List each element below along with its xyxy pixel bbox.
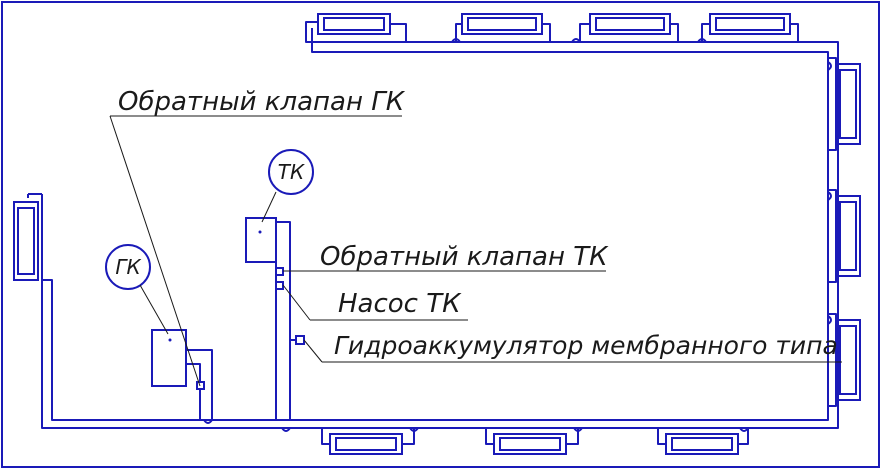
pipe-crossovers-right (827, 61, 832, 325)
radiator-right-2-inner (839, 201, 857, 271)
label-accumulator-leader (303, 339, 323, 363)
accumulator (295, 335, 305, 345)
radiator-top-1-inner (323, 17, 385, 31)
radiator-right-2-link (828, 189, 837, 283)
check-valve-tk (275, 267, 284, 276)
radiator-right-3-inner (839, 325, 857, 395)
boiler-tk (245, 217, 277, 263)
radiator-top-2-link (455, 23, 551, 42)
label-pump-tk: Насос ТК (338, 289, 462, 319)
check-valve-gk (196, 381, 205, 390)
pipe-crossovers-bottom (203, 419, 749, 432)
label-accumulator: Гидроаккумулятор мембранного типа (334, 331, 838, 360)
bubble-tk-leader (261, 191, 277, 223)
bubble-gk-leader (139, 284, 169, 335)
pipe-left-riser (28, 193, 53, 290)
radiator-top-1-link (390, 23, 407, 42)
label-check-valve-gk-leader (109, 115, 201, 387)
radiator-bottom-3-link (657, 428, 749, 445)
radiator-left (13, 201, 39, 281)
radiator-bottom-1-link (321, 428, 415, 445)
radiator-right-1-link (828, 57, 837, 151)
radiator-right-1 (835, 63, 861, 145)
radiator-top-3-inner (595, 17, 665, 31)
label-check-valve-tk: Обратный клапан ТК (320, 242, 609, 272)
radiator-top-2-inner (467, 17, 537, 31)
pipe-network (27, 21, 839, 432)
pipe-tk-riser (275, 221, 291, 420)
radiator-left-1 (13, 201, 39, 281)
pump-tk (275, 281, 284, 290)
radiator-right-3-link (828, 313, 837, 407)
boiler-tk-dot (258, 230, 262, 234)
label-pump-tk-leader (282, 284, 311, 321)
radiators-bottom (321, 428, 749, 455)
label-check-valve-gk: Обратный клапан ГК (118, 87, 406, 117)
radiator-right-2 (835, 195, 861, 277)
bubble-tk-label: ТК (278, 160, 305, 184)
bubble-gk-label: ГК (115, 255, 141, 279)
pipe-outer-loop (41, 21, 839, 429)
radiators-top (317, 13, 799, 42)
boiler-gk-dot (168, 338, 172, 342)
radiator-bottom-3-inner (671, 437, 733, 451)
radiator-top-4-inner (715, 17, 785, 31)
radiator-bottom-2-link (485, 428, 579, 445)
pipe-gk-connection (186, 349, 213, 420)
boiler-gk (151, 329, 187, 387)
bubble-gk (105, 244, 151, 290)
radiator-bottom-1-inner (335, 437, 397, 451)
radiator-top-3-link (579, 23, 679, 42)
radiator-left-1-inner (17, 207, 35, 275)
radiators-right (828, 57, 861, 407)
radiator-right-3 (835, 319, 861, 401)
bubble-tk (268, 149, 314, 195)
radiator-right-1-inner (839, 69, 857, 139)
radiator-bottom-2-inner (499, 437, 561, 451)
radiator-top-4-link (701, 23, 799, 42)
